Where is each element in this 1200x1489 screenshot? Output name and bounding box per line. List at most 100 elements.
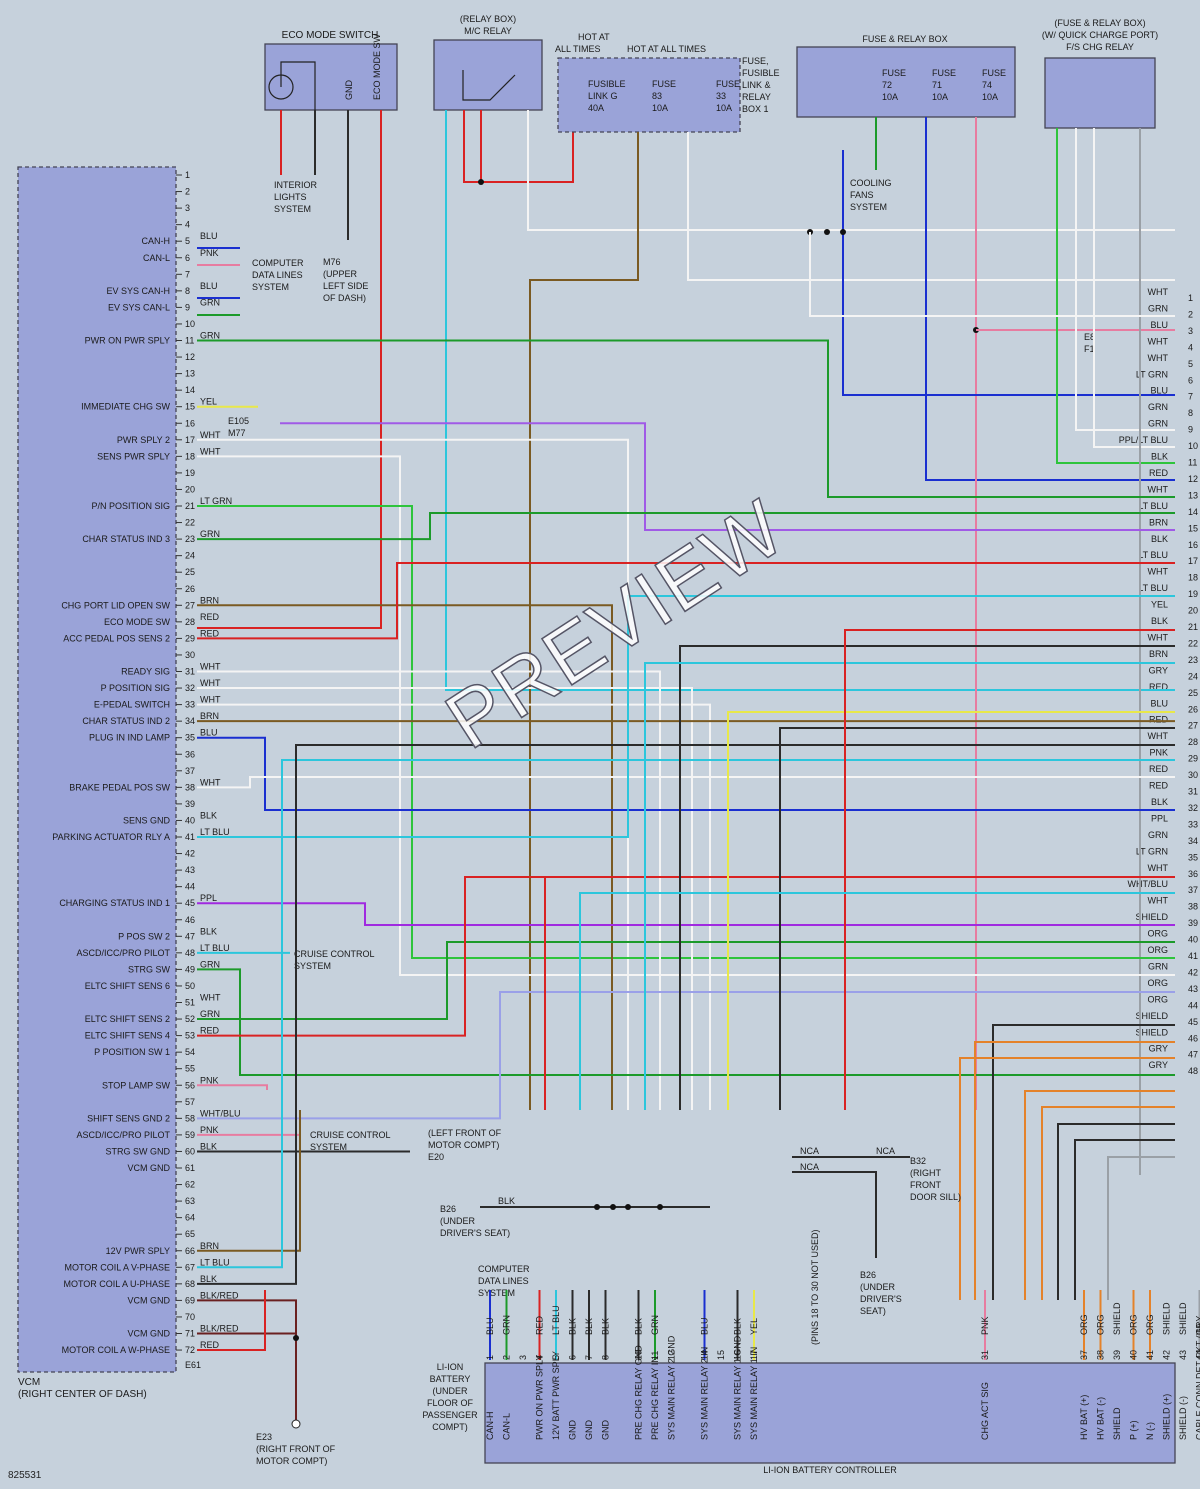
vcm-pin-label: P POSITION SIG — [101, 683, 170, 693]
vcm-pin-number: 4 — [185, 220, 190, 230]
right-pin-color: RED — [1149, 764, 1169, 774]
vcm-pin-color: RED — [200, 612, 220, 622]
fuse-label: 10A — [716, 103, 732, 113]
battery-pin-number: 14 — [700, 1350, 710, 1360]
right-pin-number: 2 — [1188, 309, 1193, 319]
right-pin-color: WHT — [1148, 567, 1169, 577]
right-pin-number: 21 — [1188, 622, 1198, 632]
right-pin-number: 34 — [1188, 836, 1198, 846]
vcm-pin-number: 50 — [185, 981, 195, 991]
wire-r47 — [1107, 1156, 1175, 1300]
vcm-pin-color: WHT — [200, 695, 221, 705]
right-pin-color: RED — [1149, 682, 1169, 692]
right-pin-number: 45 — [1188, 1017, 1198, 1027]
wire-r20 — [727, 711, 1175, 1110]
interior-lights-note: LIGHTS — [274, 192, 307, 202]
cruise-control-note2: SYSTEM — [310, 1142, 347, 1152]
right-pin-number: 26 — [1188, 704, 1198, 714]
wire-r46 — [1074, 1139, 1175, 1300]
fuse-label: 33 — [716, 91, 726, 101]
right-pin-color: LT BLU — [1138, 550, 1168, 560]
vcm-pin-color: GRN — [200, 331, 220, 341]
vcm-pin-number: 71 — [185, 1329, 195, 1339]
battery-pin-number: 7 — [584, 1355, 594, 1360]
vcm-pin-label: PWR SPLY 2 — [117, 435, 170, 445]
e23-note: MOTOR COMPT) — [256, 1456, 327, 1466]
right-pin-number: 28 — [1188, 737, 1198, 747]
battery-pin-label: 12V BATT PWR SPLY — [551, 1351, 561, 1440]
mc-wire-red1 — [463, 110, 574, 183]
cooling-fans-note: SYSTEM — [850, 202, 887, 212]
right-pin-number: 5 — [1188, 359, 1193, 369]
battery-location-note: FLOOR OF — [427, 1398, 474, 1408]
vcm-pin-color: YEL — [200, 397, 217, 407]
vcm-pin-number: 37 — [185, 766, 195, 776]
comp-data-note: DATA LINES — [252, 270, 303, 280]
vcm-pin-number: 29 — [185, 633, 195, 643]
fs-wire-ltgrn — [1056, 128, 1175, 464]
battery-pin-number: 6 — [568, 1355, 578, 1360]
right-pin-color: WHT — [1148, 484, 1169, 494]
battery-pin-number: 2 — [502, 1355, 512, 1360]
battery-pin-color: BLK — [601, 1318, 611, 1335]
vcm-pin-color: BLU — [200, 281, 218, 291]
fs-chg-relay-title: (W/ QUICK CHARGE PORT) — [1042, 30, 1158, 40]
vcm-pin-color: WHT/BLU — [200, 1108, 241, 1118]
vcm-pin-color: PNK — [200, 248, 219, 258]
wire-r15 — [844, 629, 1175, 1110]
vcm-pin-number: 25 — [185, 567, 195, 577]
fuse-label: 10A — [932, 92, 948, 102]
right-pin-color: SHIELD — [1135, 912, 1168, 922]
vcm-pin-color: PPL — [200, 893, 217, 903]
cruise-control-note1: CRUISE CONTROL — [294, 949, 375, 959]
vcm-pin-number: 39 — [185, 799, 195, 809]
m76-note: M76 — [323, 257, 341, 267]
wire-pin58 — [197, 991, 1175, 1120]
e105-m77-note: M77 — [228, 428, 246, 438]
mc-wire-wht — [527, 110, 1175, 231]
battery-pin-number: 44 — [1195, 1350, 1200, 1360]
vcm-pin-number: 66 — [185, 1246, 195, 1256]
wire-pin17 — [197, 438, 629, 1110]
vcm-pin-label: VCM GND — [128, 1163, 171, 1173]
eco-wire-sw — [197, 110, 382, 629]
vcm-pin-label: VCM GND — [128, 1295, 171, 1305]
vcm-pin-label: ELTC SHIFT SENS 2 — [85, 1014, 170, 1024]
blk-note: BLK — [498, 1196, 515, 1206]
fuse-label: 10A — [982, 92, 998, 102]
vcm-pin-number: 2 — [185, 187, 190, 197]
eco-pin-gnd: GND — [344, 80, 354, 101]
wire-pin66 — [197, 1110, 301, 1252]
fuse-label: LINK G — [588, 91, 618, 101]
right-pin-color: BRN — [1149, 649, 1168, 659]
vcm-pin-color: BLK/RED — [200, 1324, 239, 1334]
relay-coil-icon — [462, 70, 516, 101]
fuse-box1-title: FUSE, — [742, 56, 769, 66]
fuse-label: 72 — [882, 80, 892, 90]
battery-pin-label: PRE CHG RELAY IN — [650, 1356, 660, 1440]
vcm-pin-label: SHIFT SENS GND 2 — [87, 1113, 170, 1123]
battery-pin-color: GRN — [502, 1315, 512, 1335]
vcm-pin-number: 64 — [185, 1213, 195, 1223]
eco-mode-switch-title: ECO MODE SWITCH — [282, 30, 379, 41]
vcm-box — [17, 166, 177, 1373]
right-pin-color: GRY — [1149, 665, 1168, 675]
vcm-pin-label: P POSITION SW 1 — [94, 1047, 170, 1057]
battery-pin-color: ORG — [1129, 1314, 1139, 1335]
nca-wire2 — [792, 1171, 877, 1258]
vcm-pin-number: 13 — [185, 369, 195, 379]
right-pin-number: 41 — [1188, 951, 1198, 961]
right-pin-number: 12 — [1188, 474, 1198, 484]
vcm-pin-color: PNK — [200, 1125, 219, 1135]
right-pin-color: WHT — [1148, 336, 1169, 346]
vcm-pin-number: 70 — [185, 1312, 195, 1322]
right-pin-number: 39 — [1188, 918, 1198, 928]
right-pin-color: LT GRN — [1136, 846, 1168, 856]
right-pin-color: WHT — [1148, 731, 1169, 741]
b26-note1: B26 — [440, 1204, 456, 1214]
battery-pin-number: 40 — [1129, 1350, 1139, 1360]
wire-pin69 — [197, 1299, 297, 1420]
vcm-pin-label: STRG SW GND — [106, 1146, 171, 1156]
right-pin-color: PPL — [1151, 813, 1168, 823]
vcm-pin-label: ACC PEDAL POS SENS 2 — [63, 633, 170, 643]
